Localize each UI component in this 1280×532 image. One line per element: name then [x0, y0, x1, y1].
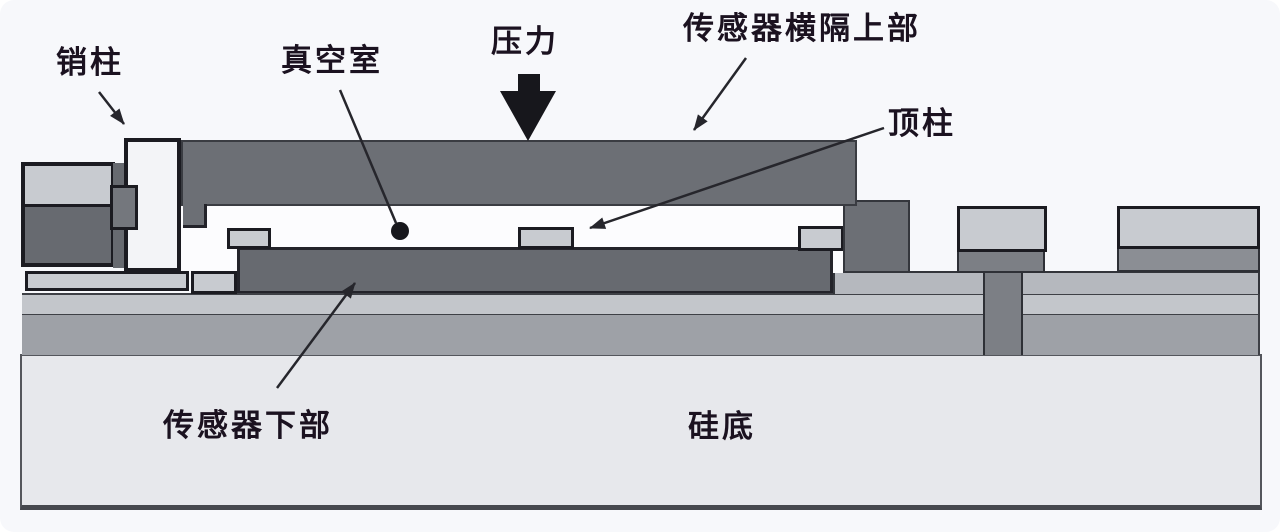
label-sensor-lower: 传感器下部	[163, 408, 333, 443]
label-silicon-base: 硅底	[688, 409, 756, 444]
diaphragm-upper-plate	[181, 140, 857, 206]
diaphragm-right-anchor	[843, 200, 910, 273]
pin-notch-tab	[110, 185, 138, 230]
top-post-block	[518, 227, 574, 249]
right-rim-block	[798, 226, 844, 251]
label-diaphragm-upper: 传感器横隔上部	[683, 11, 921, 46]
light-gray-layer	[22, 293, 1260, 314]
label-pin-post: 销柱	[56, 45, 124, 80]
via-channel	[983, 272, 1023, 355]
label-top-post: 顶柱	[888, 106, 956, 141]
label-pressure: 压力	[491, 24, 559, 59]
sensor-lower-plate	[237, 247, 833, 293]
left-anchor-block	[21, 162, 115, 267]
left-anchor-cap	[25, 166, 111, 207]
contact-bump-a-cap	[957, 206, 1047, 252]
mid-gray-layer	[22, 313, 1260, 355]
contact-bump-b-base	[1117, 247, 1260, 272]
diaphragm-left-anchor	[183, 204, 207, 228]
contact-bump-b-cap	[1117, 206, 1260, 249]
silicon-base-layer	[20, 354, 1262, 510]
label-vacuum-chamber: 真空室	[281, 43, 383, 78]
left-base-strip-2	[191, 271, 237, 294]
left-rim-block	[227, 228, 271, 249]
left-base-strip	[25, 271, 189, 291]
contact-bump-a-base	[957, 250, 1045, 273]
upper-right-layer	[833, 271, 1260, 294]
